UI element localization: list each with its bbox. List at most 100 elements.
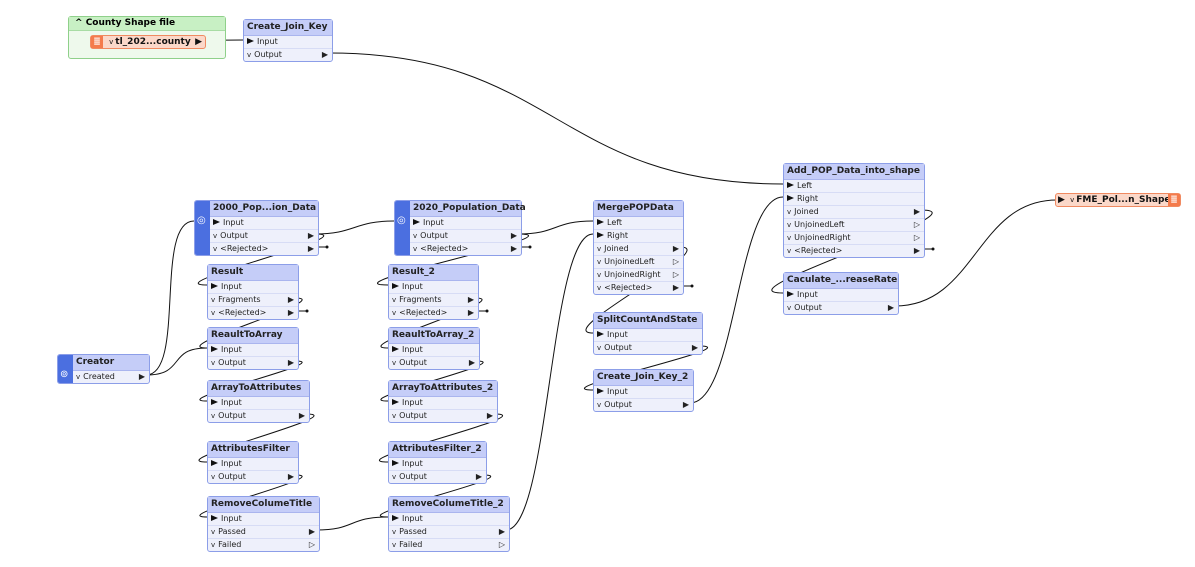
output-port-rejected[interactable]: v<Rejected>▶: [410, 243, 521, 255]
chevron-down-icon[interactable]: v: [392, 528, 397, 536]
output-port-rejected[interactable]: v<Rejected>▶: [389, 307, 478, 319]
chevron-down-icon[interactable]: v: [413, 232, 418, 240]
input-port-input[interactable]: Input: [594, 386, 693, 399]
connection-line[interactable]: [314, 220, 395, 235]
output-port-rejected[interactable]: v<Rejected>▶: [208, 307, 298, 319]
chevron-down-icon[interactable]: v: [597, 401, 602, 409]
connection-line[interactable]: [689, 196, 784, 404]
output-port-icon[interactable]: ▶: [468, 358, 475, 367]
chevron-down-icon[interactable]: v: [787, 304, 792, 312]
input-port-input[interactable]: Input: [410, 217, 521, 230]
chevron-down-icon[interactable]: v: [76, 373, 81, 381]
output-port-icon[interactable]: ▶: [887, 303, 894, 312]
chevron-down-icon[interactable]: v: [597, 284, 602, 292]
output-port-icon[interactable]: ▶: [467, 308, 474, 317]
connection-line[interactable]: [517, 220, 594, 235]
connection-line[interactable]: [145, 347, 208, 376]
input-port-right[interactable]: Right: [594, 230, 683, 243]
output-port-icon[interactable]: ▶: [682, 400, 689, 409]
chevron-down-icon[interactable]: v: [213, 245, 218, 253]
output-port-rejected[interactable]: v<Rejected>▶: [594, 282, 683, 294]
chevron-down-icon[interactable]: v: [211, 528, 216, 536]
output-port-icon[interactable]: ▶: [307, 231, 314, 240]
chevron-down-icon[interactable]: v: [211, 359, 216, 367]
input-port-input[interactable]: Input: [244, 36, 332, 49]
output-port-rejected[interactable]: v<Rejected>▶: [784, 245, 924, 257]
output-port-icon[interactable]: ▶: [138, 372, 145, 381]
input-port-right[interactable]: Right: [784, 193, 924, 206]
chevron-down-icon[interactable]: v: [597, 245, 602, 253]
input-port-input[interactable]: Input: [784, 289, 898, 302]
output-port-icon[interactable]: ▶: [308, 527, 315, 536]
input-port-input[interactable]: Input: [208, 513, 319, 526]
chevron-down-icon[interactable]: v: [392, 309, 397, 317]
chevron-down-icon[interactable]: v: [597, 344, 602, 352]
output-port-icon[interactable]: ▶: [307, 244, 314, 253]
connection-line[interactable]: [328, 52, 784, 185]
output-port-icon[interactable]: ▶: [287, 295, 294, 304]
output-port-icon[interactable]: ▶: [672, 244, 679, 253]
chevron-down-icon[interactable]: v: [211, 412, 216, 420]
output-port-icon[interactable]: ▶: [672, 283, 679, 292]
input-port-input[interactable]: Input: [210, 217, 318, 230]
chevron-down-icon[interactable]: v: [213, 232, 218, 240]
output-port-empty-icon[interactable]: ▷: [672, 270, 679, 279]
chevron-down-icon[interactable]: v: [211, 541, 216, 549]
chevron-down-icon[interactable]: v: [247, 51, 252, 59]
chevron-down-icon[interactable]: v: [1070, 196, 1075, 204]
input-port-input[interactable]: Input: [389, 281, 478, 294]
chevron-down-icon[interactable]: v: [392, 296, 397, 304]
input-port-input[interactable]: Input: [389, 458, 486, 471]
chevron-down-icon[interactable]: v: [787, 247, 792, 255]
chevron-down-icon[interactable]: v: [787, 234, 792, 242]
output-port-icon[interactable]: ▶: [287, 358, 294, 367]
chevron-down-icon[interactable]: v: [392, 473, 397, 481]
output-port-empty-icon[interactable]: ▷: [498, 540, 505, 549]
output-port-icon[interactable]: ▶: [298, 411, 305, 420]
output-port-icon[interactable]: ▶: [475, 472, 482, 481]
chevron-down-icon[interactable]: v: [787, 221, 792, 229]
connection-line[interactable]: [145, 220, 195, 376]
input-port-input[interactable]: Input: [389, 397, 497, 410]
output-port-icon[interactable]: ▶: [498, 527, 505, 536]
output-port-icon[interactable]: ▶: [287, 308, 294, 317]
chevron-down-icon[interactable]: v: [392, 412, 397, 420]
chevron-down-icon[interactable]: v: [413, 245, 418, 253]
output-port-icon[interactable]: ▶: [486, 411, 493, 420]
output-port-icon[interactable]: ▶: [691, 343, 698, 352]
input-port-left[interactable]: Left: [594, 217, 683, 230]
input-port-input[interactable]: Input: [208, 397, 309, 410]
input-port-input[interactable]: Input: [208, 344, 298, 357]
output-port-rejected[interactable]: v<Rejected>▶: [210, 243, 318, 255]
input-port-input[interactable]: Input: [208, 458, 298, 471]
